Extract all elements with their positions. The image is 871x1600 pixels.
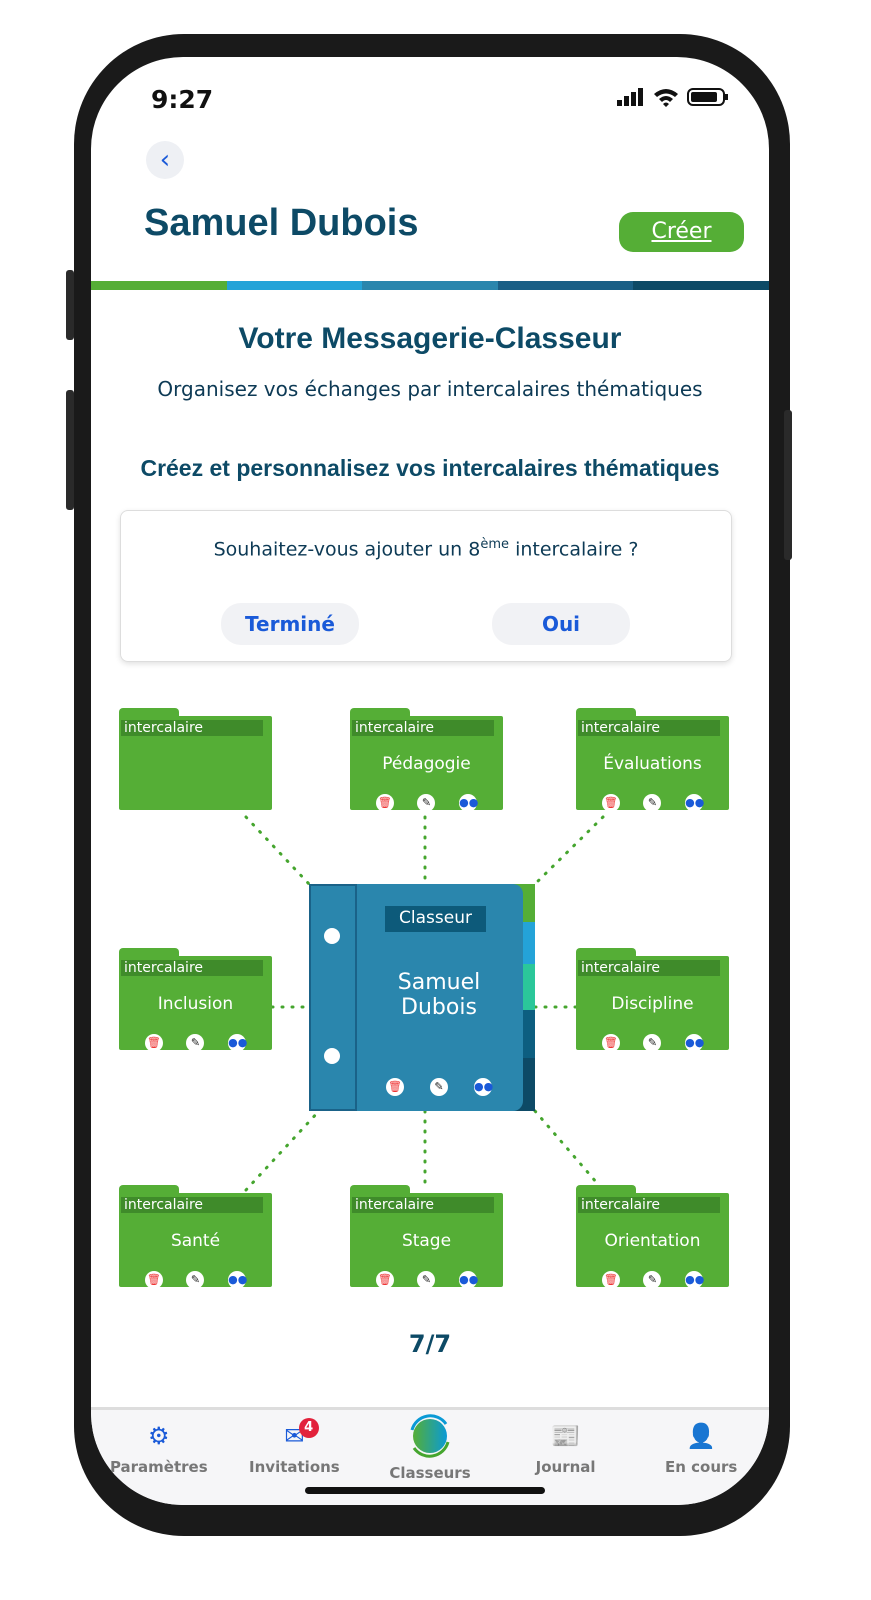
yes-button[interactable]: Oui: [492, 603, 630, 645]
delete-icon[interactable]: 🗑: [144, 1271, 163, 1289]
status-time: 9:27: [151, 85, 214, 114]
create-button[interactable]: Créer: [619, 212, 744, 252]
progress-bar: [91, 281, 769, 290]
classeurs-logo-icon: [410, 1414, 450, 1458]
status-icons: [617, 87, 729, 107]
folder-title: Discipline: [611, 994, 694, 1014]
folder-label: intercalaire: [578, 1197, 720, 1213]
nav-item-parametres[interactable]: ⚙Paramètres: [109, 1422, 208, 1476]
progress-segment: [91, 281, 227, 290]
phone-button: [66, 390, 74, 510]
edit-icon[interactable]: ✎: [186, 1271, 205, 1289]
battery-icon: [687, 88, 728, 106]
delete-icon[interactable]: 🗑: [601, 794, 620, 812]
main-subtitle: Organisez vos échanges par intercalaires…: [157, 377, 703, 401]
edit-icon[interactable]: ✎: [417, 1271, 436, 1289]
delete-icon[interactable]: 🗑: [386, 1078, 404, 1096]
phone-button: [784, 410, 792, 560]
edit-icon[interactable]: ✎: [186, 1034, 205, 1052]
add-folder-prompt: Souhaitez-vous ajouter un 8ème intercala…: [120, 510, 732, 662]
notification-badge: 4: [298, 1418, 319, 1438]
folder-label: intercalaire: [578, 960, 720, 976]
newspaper-icon: 📰: [550, 1422, 581, 1450]
done-button[interactable]: Terminé: [221, 603, 359, 645]
edit-icon[interactable]: ✎: [643, 1034, 662, 1052]
page-indicator: 7/7: [408, 1330, 452, 1358]
folder-title: Stage: [401, 1231, 452, 1251]
group-icon[interactable]: ●●: [685, 1034, 704, 1052]
delete-icon[interactable]: 🗑: [375, 1271, 394, 1289]
prompt-text: Souhaitez-vous ajouter un 8ème intercala…: [213, 537, 639, 561]
folder-title: Pédagogie: [382, 754, 471, 774]
group-icon[interactable]: ●●: [459, 1271, 478, 1289]
progress-segment: [497, 281, 634, 290]
group-icon[interactable]: ●●: [685, 1271, 704, 1289]
folder-title: Évaluations: [603, 754, 702, 774]
delete-icon[interactable]: 🗑: [601, 1271, 620, 1289]
screen: 9:27 ‹ Samuel Dubois Créer Votre Message…: [91, 57, 769, 1505]
nav-item-classeurs[interactable]: Classeurs: [362, 1410, 498, 1505]
delete-icon[interactable]: 🗑: [601, 1034, 620, 1052]
delete-icon[interactable]: 🗑: [375, 794, 394, 812]
binder-label: Classeur: [399, 908, 472, 928]
connector-lines: [244, 815, 605, 1192]
progress-segment: [362, 281, 498, 290]
page-title: Samuel Dubois: [144, 202, 419, 244]
conversation-icon: 👤: [686, 1422, 717, 1450]
signal-icon: [617, 88, 643, 106]
delete-icon[interactable]: 🗑: [144, 1034, 163, 1052]
edit-icon[interactable]: ✎: [643, 1271, 662, 1289]
progress-segment: [226, 281, 363, 290]
folder-label: intercalaire: [121, 960, 263, 976]
edit-icon[interactable]: ✎: [643, 794, 662, 812]
folder-label: intercalaire: [121, 720, 263, 736]
group-icon[interactable]: ●●: [228, 1271, 247, 1289]
gear-icon: ⚙: [148, 1422, 170, 1450]
folder-label: intercalaire: [578, 720, 720, 736]
chevron-left-icon: ‹: [159, 145, 171, 175]
edit-icon[interactable]: ✎: [417, 794, 436, 812]
folder-intercalaire[interactable]: intercalaire: [119, 708, 272, 810]
binder-graphic: [309, 884, 535, 1111]
folder-label: intercalaire: [352, 720, 494, 736]
edit-icon[interactable]: ✎: [430, 1078, 448, 1096]
folder-label: intercalaire: [352, 1197, 494, 1213]
phone-button: [66, 270, 74, 340]
group-icon[interactable]: ●●: [228, 1034, 247, 1052]
group-icon[interactable]: ●●: [685, 794, 704, 812]
folder-label: intercalaire: [121, 1197, 263, 1213]
home-indicator: [305, 1487, 545, 1494]
nav-item-en-cours[interactable]: 👤En cours: [664, 1422, 738, 1476]
folder-title: Inclusion: [157, 994, 234, 1014]
group-icon[interactable]: ●●: [474, 1078, 493, 1096]
nav-item-journal[interactable]: 📰Journal: [535, 1422, 596, 1476]
wifi-icon: [654, 89, 678, 107]
back-button[interactable]: ‹: [146, 141, 184, 179]
folder-title: Santé: [170, 1231, 221, 1251]
progress-segment: [633, 281, 769, 290]
section-title: Créez et personnalisez vos intercalaires…: [140, 455, 720, 481]
folder-title: Orientation: [604, 1231, 701, 1251]
group-icon[interactable]: ●●: [459, 794, 478, 812]
main-title: Votre Messagerie-Classeur: [238, 322, 622, 355]
